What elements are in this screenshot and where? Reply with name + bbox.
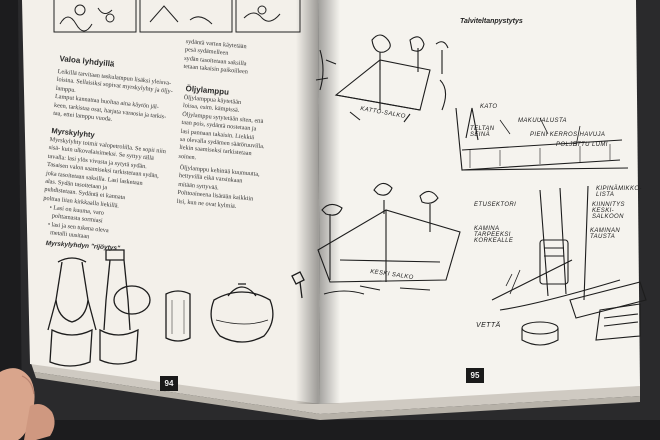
label-kaminan-tausta: KAMINAN TAUSTA: [590, 228, 621, 240]
left-paragraph-4: Öljylamppu kehittää kuumuutta, hettyvill…: [176, 164, 260, 213]
right-page: [318, 0, 640, 404]
label-teltan-seina: TELTAN SEINÄ: [470, 126, 495, 138]
left-paragraph-3: Öljylamppua käytetään loissa, esim. kämp…: [178, 94, 268, 168]
left-col2-top: sydäntä varten käytetään pesä sydämellee…: [183, 38, 250, 77]
left-paragraph-2: Myrskylyhty toimii valopetrolilla. Se so…: [43, 136, 166, 215]
left-bullets: • Lasi on kuuma, varo polttamasta sormia…: [46, 204, 110, 244]
label-etusektori: ETUSEKTORI: [474, 202, 517, 208]
label-pieni-kerros: PIENI KERROS HAVUJA: [530, 132, 606, 138]
stove-sketch: [491, 185, 647, 346]
thumb: [0, 368, 55, 440]
page-number-right: 95: [466, 368, 484, 383]
label-makuualusta: MAKUUALUSTA: [518, 118, 567, 124]
gutter-shadow: [296, 0, 340, 404]
label-kiinnitys: KIINNITYS KESKI-SALKOON: [592, 202, 625, 220]
tent-sketch-bottom: [317, 182, 461, 295]
label-vetta: VETTÄ: [476, 322, 501, 329]
label-poljettu-lumi: POLJETTU LUMI: [556, 142, 608, 148]
page-number-left: 94: [160, 376, 178, 391]
left-page: [22, 0, 320, 404]
tent-sketch-top: [315, 34, 449, 123]
page-stack: [30, 360, 640, 414]
lantern-sketches: [47, 249, 305, 367]
right-page-title: Talviteltanpystytys: [460, 18, 523, 25]
tent-cross-section-sketch: [455, 107, 629, 171]
label-kamina: KAMINA TARPEEKSI KORKEALLE: [474, 226, 514, 244]
label-kato: KATO: [480, 104, 498, 110]
label-kipinamikko: KIPINÄMIKKO-LISTA: [596, 186, 642, 198]
comic-strip: [53, 0, 301, 33]
